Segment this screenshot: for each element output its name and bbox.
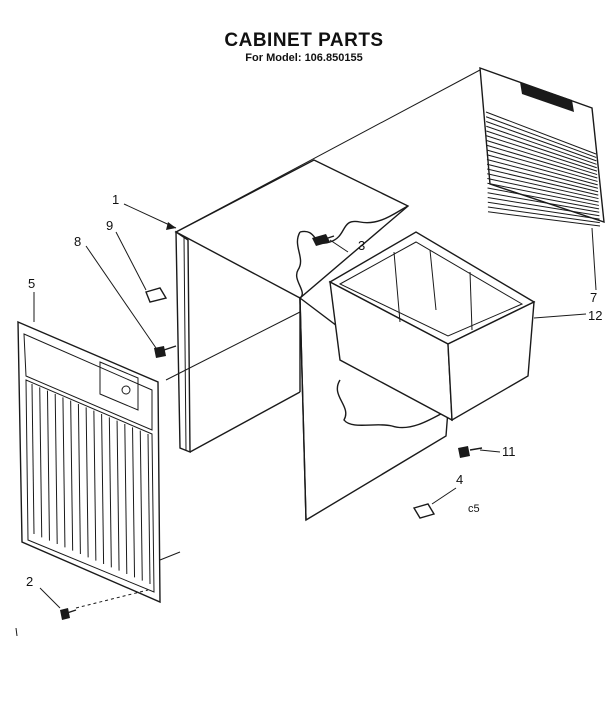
callout-8: 8	[74, 234, 81, 249]
drawing-code: c5	[468, 503, 480, 515]
part-screw-8	[154, 345, 177, 358]
callout-3: 3	[358, 238, 365, 253]
part-bumper-9	[145, 287, 168, 303]
model-subtitle: For Model: 106.850155	[245, 52, 363, 64]
page-title: CABINET PARTS	[224, 30, 384, 51]
part-screw-2	[60, 589, 149, 620]
callout-9: 9	[106, 218, 113, 233]
part-screw-11	[458, 446, 483, 458]
callout-11: 11	[502, 444, 516, 459]
callout-4: 4	[456, 472, 463, 487]
callout-5: 5	[28, 276, 35, 291]
part-foot-4	[412, 503, 436, 519]
leader-lines	[33, 203, 597, 609]
part-rear-grille	[479, 66, 605, 227]
callout-7: 7	[590, 290, 597, 305]
callout-2: 2	[26, 574, 33, 589]
part-drain-pan	[328, 231, 536, 422]
part-cabinet-shell	[165, 69, 481, 522]
part-clip-3	[312, 234, 335, 246]
part-front-panel	[17, 320, 181, 604]
callout-1: 1	[112, 192, 119, 207]
callout-12: 12	[588, 308, 602, 323]
